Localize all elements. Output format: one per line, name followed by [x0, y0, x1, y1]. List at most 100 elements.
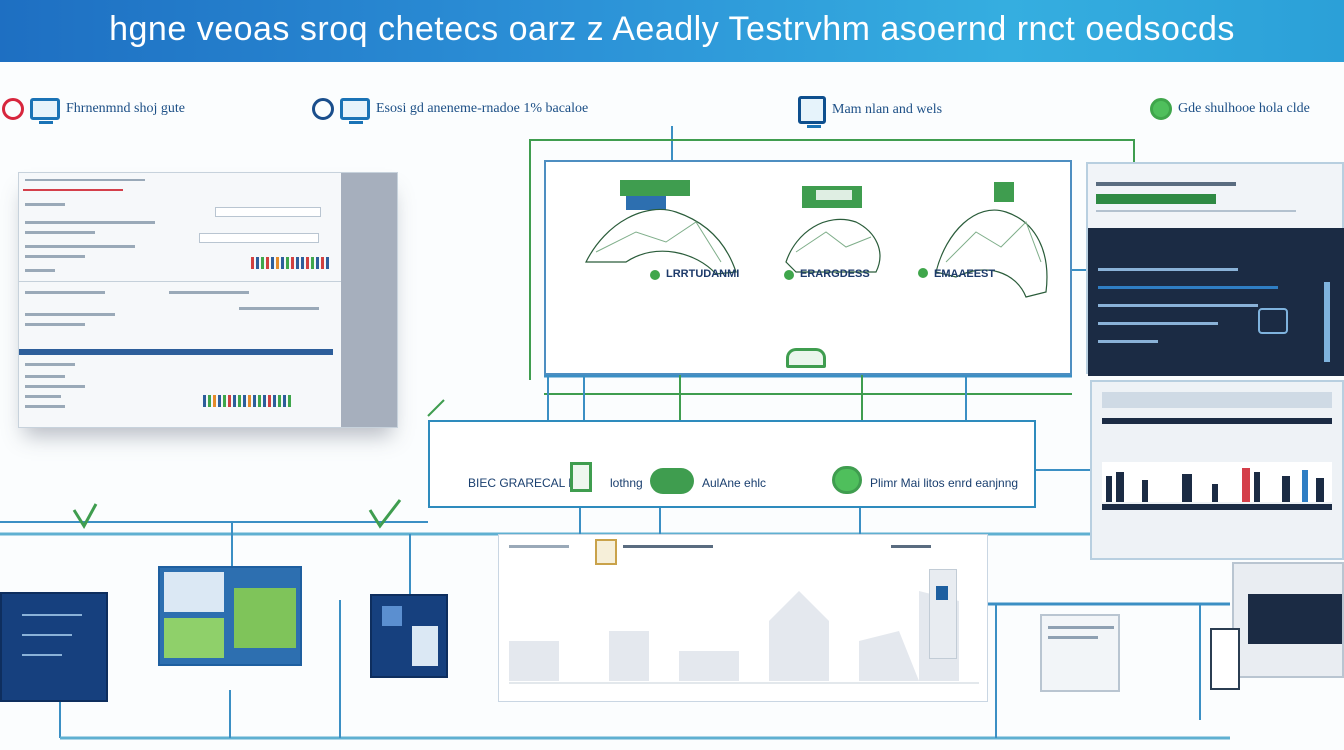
connector-line	[368, 499, 402, 529]
text-line	[25, 291, 105, 294]
document-icon	[570, 462, 592, 492]
text-line	[25, 231, 95, 234]
scrollbar[interactable]	[1324, 282, 1330, 362]
map-outline	[595, 221, 722, 263]
pipeline-label: BIEC GRARECAL LES	[468, 476, 591, 490]
text-line	[25, 313, 115, 316]
green-ring-icon	[1150, 98, 1172, 120]
chart-panel-lower	[498, 534, 988, 702]
text-line	[1098, 322, 1218, 325]
section-label: Gde shulhooe hola clde	[1178, 101, 1310, 116]
map-outline	[795, 231, 872, 253]
chart-bar	[1282, 476, 1290, 502]
scrollbar[interactable]	[341, 173, 397, 427]
device-icon	[1258, 308, 1288, 334]
map-header-block	[620, 180, 690, 196]
divider	[1096, 210, 1296, 212]
phone-device	[1210, 628, 1240, 690]
chart-bar	[1106, 476, 1112, 502]
device-screen	[412, 626, 438, 666]
rack-grid	[234, 588, 296, 648]
map-marker	[918, 268, 928, 278]
chart-bar	[1182, 474, 1192, 502]
text-line	[1096, 182, 1236, 186]
red-ring-icon	[2, 98, 24, 120]
pipeline-label: Plimr Mai litos enrd eanjnng	[870, 476, 1019, 490]
pill-icon	[650, 468, 694, 494]
text-line	[1048, 626, 1114, 629]
server-block	[0, 592, 108, 702]
monitor-icon	[30, 98, 60, 124]
input-field[interactable]	[199, 233, 319, 243]
text-line	[239, 307, 319, 310]
workstation-device	[1232, 562, 1344, 678]
text-line	[25, 179, 145, 181]
arrow-icon	[832, 466, 862, 494]
control-device	[370, 594, 448, 678]
map-caption: ERARGDESS	[800, 268, 870, 280]
header-banner: hgne veoas sroq chetecs oarz z Aeadly Te…	[0, 0, 1344, 62]
section-header-4: Gde shulhooe hola clde	[1150, 98, 1310, 120]
chart-area	[509, 641, 559, 681]
progress-bar	[19, 349, 333, 355]
dashboard-panel-right-middle	[1090, 380, 1344, 560]
text-line	[25, 405, 65, 408]
status-bar	[23, 189, 123, 191]
device-screen	[1248, 594, 1342, 644]
map-caption: LRRTUDANMI	[666, 268, 740, 280]
text-line	[25, 269, 55, 272]
text-line	[22, 614, 82, 616]
text-line	[509, 545, 569, 548]
monitor-device	[1040, 614, 1120, 692]
chart-bar	[1302, 470, 1308, 502]
page-title: hgne veoas sroq chetecs oarz z Aeadly Te…	[109, 10, 1235, 48]
pipeline-label: AulAne ehlc	[702, 476, 767, 490]
chart-area	[769, 591, 829, 681]
section-label: Fhrnenmnd shoj gute	[66, 101, 185, 116]
dashboard-panel-right-top	[1086, 162, 1344, 376]
map-panel: LRRTUDANMI ERARGDESS EMAAEEST	[544, 160, 1072, 375]
chart-bar	[1142, 480, 1148, 502]
device-screen	[936, 586, 948, 600]
text-line	[22, 634, 72, 636]
chart-bar	[1212, 484, 1218, 502]
map-outline	[945, 221, 1042, 263]
monitor-icon	[340, 98, 370, 124]
area-chart	[509, 591, 979, 684]
map-outline	[585, 208, 737, 275]
pipeline-panel: BIEC GRARECAL LES lothng AulAne ehlc Pli…	[428, 420, 1036, 508]
section-label: Mam nlan and wels	[832, 102, 943, 117]
text-line	[1098, 340, 1158, 343]
device-screen	[382, 606, 402, 626]
dashboard-panel-left	[18, 172, 398, 428]
connector-line	[427, 399, 445, 417]
map-outline	[785, 218, 881, 273]
map-header-block	[816, 190, 852, 200]
text-line	[22, 654, 62, 656]
status-bar	[1096, 194, 1216, 204]
skyline-chart	[1102, 462, 1332, 510]
device-icon	[929, 569, 957, 659]
chart-baseline	[1102, 504, 1332, 510]
truck-icon	[786, 348, 826, 368]
chart-bar	[1316, 478, 1324, 502]
chart-bar	[1254, 472, 1260, 502]
text-line	[1098, 304, 1258, 307]
sparkline	[251, 257, 329, 269]
chart-area	[859, 631, 919, 681]
input-field[interactable]	[215, 207, 321, 217]
text-line	[169, 291, 249, 294]
chart-bar	[1242, 468, 1250, 502]
header-bar	[1102, 418, 1332, 424]
divider	[19, 281, 341, 282]
console-area	[1088, 228, 1344, 376]
text-line	[25, 221, 155, 224]
monitor-icon	[798, 96, 826, 128]
chart-area	[609, 631, 649, 681]
toolbar	[1102, 392, 1332, 408]
chart-area	[679, 651, 739, 681]
connector-line	[529, 139, 1135, 380]
section-label: Esosi gd aneneme-rnadoe 1% bacaloe	[376, 101, 589, 116]
rack-grid	[164, 572, 224, 612]
